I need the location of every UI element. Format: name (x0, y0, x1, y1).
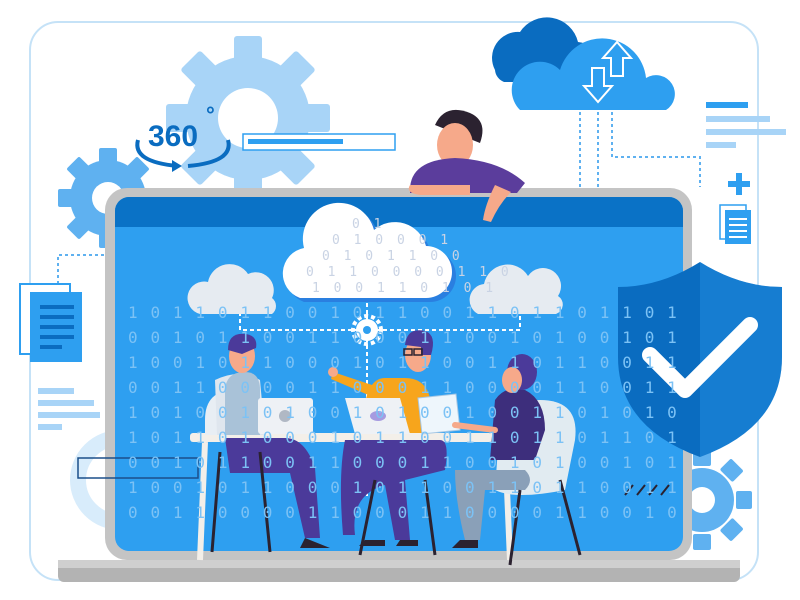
cloud-icon (469, 264, 563, 314)
binary-row: 0 0 1 0 1 1 0 0 1 1 0 0 0 1 1 0 0 1 0 1 … (128, 453, 678, 472)
shield-check-icon (618, 262, 782, 457)
binary-row: 1 0 1 1 0 1 0 0 0 1 0 1 1 0 0 1 1 0 1 1 … (128, 428, 678, 447)
degree-symbol: ° (206, 102, 215, 127)
binary-background: 1 0 1 1 0 1 1 0 0 1 0 1 1 0 0 1 1 0 1 1 … (128, 303, 678, 522)
decorative-outline (77, 457, 199, 479)
cloud-upload-download-icon (492, 17, 701, 187)
gear-icon (351, 314, 383, 346)
cloud-binary-row: 0 1 0 1 1 0 0 (322, 249, 463, 264)
binary-row: 0 0 1 0 1 1 0 0 1 1 0 0 0 1 1 0 0 1 0 1 … (128, 328, 678, 347)
plus-icon (728, 173, 750, 195)
360-label: 360 (148, 120, 198, 153)
cloud-icon (187, 264, 276, 314)
binary-row: 1 0 1 0 0 1 0 1 0 0 1 0 1 0 0 1 0 0 1 1 … (128, 403, 678, 422)
binary-row: 1 0 1 1 0 1 1 0 0 1 0 1 1 0 0 1 1 0 1 1 … (128, 303, 678, 322)
binary-row: 0 0 1 1 0 0 0 0 1 1 0 0 0 1 1 0 0 0 0 1 … (128, 503, 678, 522)
360-view-badge: 360 ° (135, 102, 396, 172)
cloud-binary-row: 0 1 (352, 217, 384, 232)
cloud-binary: 0 10 1 0 0 0 10 1 0 1 1 0 00 1 1 0 0 0 0… (306, 217, 512, 296)
person-with-laptop-left (205, 333, 330, 553)
cloud-binary-row: 0 1 0 0 0 1 (332, 233, 451, 248)
document-icon (719, 204, 751, 244)
cloud-binary-row: 0 1 1 0 0 0 0 1 1 0 (306, 265, 512, 280)
cloud-icon (282, 202, 456, 302)
person-leaning-on-laptop (408, 109, 525, 222)
text-lines-decoration (38, 388, 100, 430)
gear-icon (166, 36, 330, 200)
person-with-laptop-middle (328, 330, 447, 556)
cloud-binary-row: 1 0 0 1 1 0 1 0 1 (312, 281, 496, 296)
person-with-document-right (417, 354, 582, 566)
binary-row: 0 0 1 1 0 0 0 0 1 1 0 0 0 1 1 0 0 0 0 1 … (128, 378, 678, 397)
binary-row: 1 0 0 1 0 1 1 0 0 0 1 0 1 1 0 0 1 1 0 1 … (128, 353, 678, 372)
document-icon (19, 283, 82, 362)
text-lines-decoration (706, 102, 786, 148)
binary-row: 1 0 0 1 0 1 1 0 0 0 1 0 1 1 0 0 1 1 0 1 … (128, 478, 678, 497)
